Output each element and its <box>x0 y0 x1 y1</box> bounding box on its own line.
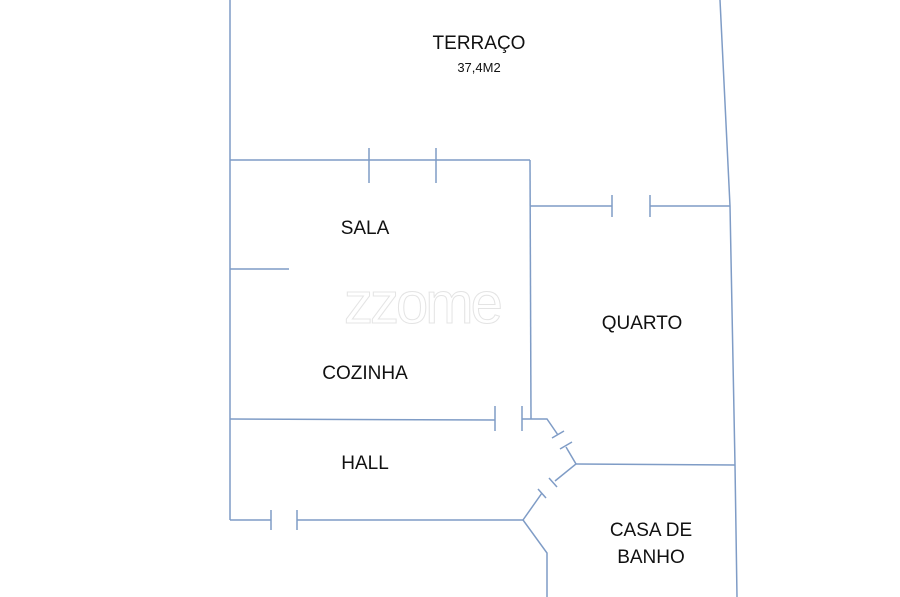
door-tick <box>551 430 565 439</box>
room-label-casa-de-banho-1: CASA DE <box>609 520 693 541</box>
room-label-cozinha: COZINHA <box>322 363 408 384</box>
room-area-terraco: 37,4M2 <box>457 60 501 75</box>
hall-wall <box>522 418 559 436</box>
door-tick <box>559 441 573 450</box>
sala-right-wall <box>529 159 532 420</box>
hall-wall <box>522 492 548 597</box>
right-wall <box>719 0 738 597</box>
watermark-logo: zzome <box>344 271 504 337</box>
room-label-hall: HALL <box>341 453 389 474</box>
room-label-quarto: QUARTO <box>601 313 683 334</box>
room-label-terraco: TERRAÇO <box>432 33 526 54</box>
quarto-bottom-wall <box>575 463 736 466</box>
hall-wall <box>554 446 577 482</box>
room-label-sala: SALA <box>340 218 390 239</box>
cozinha-bottom-wall <box>229 418 496 421</box>
door-tick <box>548 477 558 488</box>
room-label-casa-de-banho-2: BANHO <box>617 547 685 568</box>
